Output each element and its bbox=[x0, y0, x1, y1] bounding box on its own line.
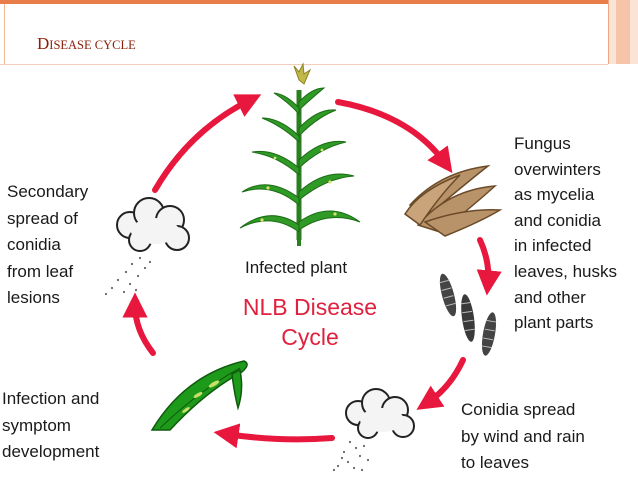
slide-right-decoration-inner bbox=[616, 0, 630, 64]
cycle-arrow-spread-to-leaf bbox=[213, 423, 335, 449]
label-line: Secondary bbox=[7, 182, 89, 201]
label-secondary-spread: Secondary spread of conidia from leaf le… bbox=[7, 179, 88, 312]
cycle-arrow-plant-to-residue bbox=[335, 99, 453, 174]
label-line: symptom bbox=[2, 415, 71, 435]
label-line: by wind and rain bbox=[461, 426, 585, 446]
slide-header-rule bbox=[0, 64, 608, 65]
cycle-center-title: NLB Disease Cycle bbox=[215, 292, 405, 352]
slide-title-part: D bbox=[37, 34, 50, 53]
label-line: Fungus bbox=[514, 134, 571, 153]
infected-plant-icon bbox=[239, 62, 361, 246]
infected-leaf-icon bbox=[150, 360, 248, 431]
cycle-arrow-leaf-to-secondary bbox=[122, 292, 156, 356]
label-line: development bbox=[2, 442, 100, 461]
rain-cloud-icon bbox=[332, 388, 415, 472]
label-line: spread of bbox=[7, 208, 78, 228]
label-line: overwinters bbox=[514, 159, 601, 179]
slide-title: DISEASE CYCLE bbox=[37, 34, 136, 54]
label-line: and other bbox=[514, 287, 586, 307]
label-line: as mycelia bbox=[514, 185, 595, 205]
label-line: conidia bbox=[7, 235, 61, 254]
center-title-line: Cycle bbox=[281, 324, 339, 350]
secondary-spread-cloud-icon bbox=[104, 197, 190, 296]
slide-title-part: CYCLE bbox=[94, 38, 136, 52]
label-infected-plant: Infected plant bbox=[245, 255, 347, 282]
label-line: from leaf bbox=[7, 261, 74, 281]
label-infection: Infection and symptom development bbox=[2, 386, 99, 466]
label-overwinter: Fungus overwinters as mycelia and conidi… bbox=[514, 131, 617, 336]
cycle-arrow-secondary-to-plant bbox=[152, 94, 262, 193]
label-line: lesions bbox=[7, 288, 60, 307]
slide-top-border bbox=[0, 0, 638, 4]
label-line: to leaves bbox=[461, 453, 530, 472]
crop-residue-icon bbox=[403, 164, 503, 237]
cycle-arrow-residue-to-conidia bbox=[476, 237, 502, 296]
label-line: Infected plant bbox=[245, 258, 348, 277]
slide-left-rule bbox=[4, 4, 5, 64]
label-line: leaves, husks bbox=[514, 261, 617, 281]
center-title-line: NLB Disease bbox=[242, 294, 378, 320]
label-line: and conidia bbox=[514, 210, 601, 230]
label-line: Conidia spread bbox=[461, 400, 576, 419]
conidia-spores-icon bbox=[439, 273, 497, 356]
label-line: Infection and bbox=[2, 389, 100, 408]
label-conidia-spread: Conidia spread by wind and rain to leave… bbox=[461, 397, 585, 477]
label-line: plant parts bbox=[514, 313, 594, 333]
slide-title-part: ISEASE bbox=[49, 38, 95, 52]
label-line: in infected bbox=[514, 236, 592, 256]
cycle-arrow-conidia-to-spread bbox=[416, 357, 466, 410]
